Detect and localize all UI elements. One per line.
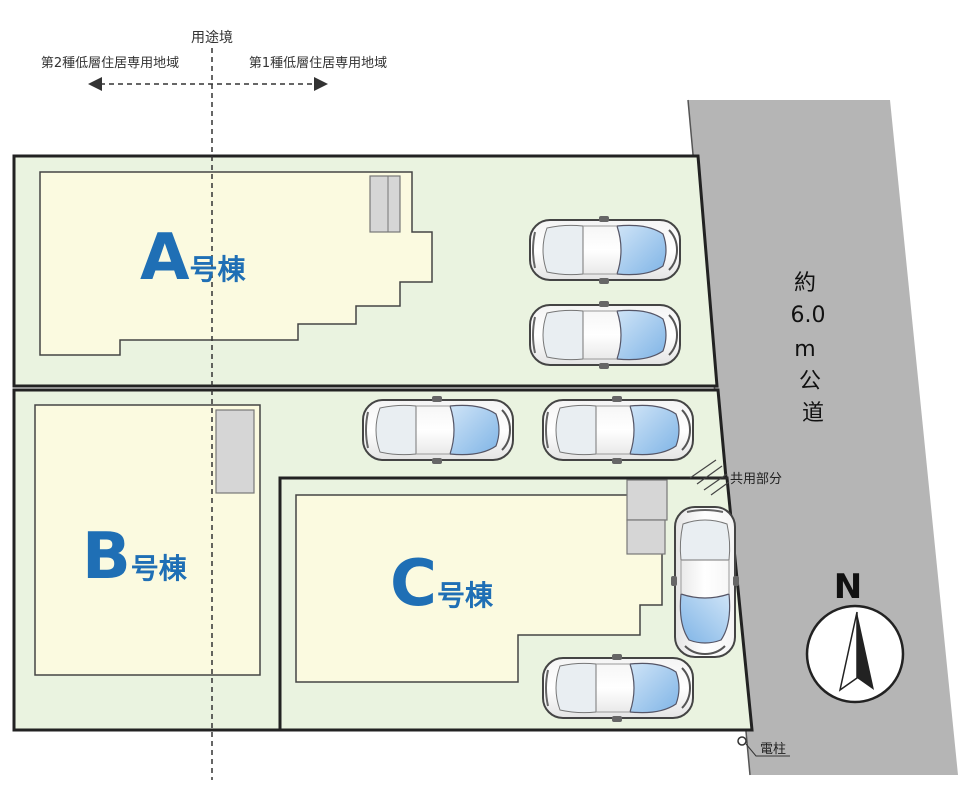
zoning-left-label: 第2種低層住居専用地域 (41, 55, 179, 71)
lot-c-label: C号棟 (390, 547, 494, 621)
parking-car-c1 (670, 506, 740, 658)
compass-needle-outline (838, 611, 858, 692)
lot-c-letter: C (390, 547, 437, 621)
road-label-line5: 道 (802, 401, 824, 426)
compass-needle-icon (857, 612, 874, 690)
parking-car-a1 (529, 215, 681, 285)
building-b-entrance (215, 409, 255, 494)
shared-area-hatch (689, 459, 730, 496)
building-a (39, 171, 433, 356)
arrow-left-icon (88, 77, 102, 91)
parking-car-a2 (529, 300, 681, 370)
lot-a-label: A号棟 (140, 221, 247, 295)
lot-b-letter: B (82, 520, 131, 594)
north-label: N (834, 567, 862, 607)
building-c-entrance-lower (626, 519, 666, 555)
north-arrow: N (805, 567, 905, 704)
zoning-title: 用途境 (191, 29, 233, 46)
lot-a-suffix: 号棟 (190, 253, 247, 286)
utility-pole-leader (745, 743, 790, 757)
road-label-line3: m (794, 337, 815, 362)
road-label-line2: 6.0 (791, 303, 826, 328)
parking-car-b2 (542, 395, 694, 465)
lot-a-letter: A (140, 221, 190, 295)
building-c-entrance-upper (626, 479, 668, 521)
building-a-entrance (369, 175, 401, 233)
road-label-line4: 公 (799, 369, 821, 394)
shared-area-label: 共用部分 (730, 472, 782, 487)
lot-c-suffix: 号棟 (437, 579, 494, 612)
parking-car-b1 (362, 395, 514, 465)
parking-car-c2 (542, 653, 694, 723)
public-road (688, 100, 958, 775)
utility-pole-label: 電柱 (760, 742, 786, 757)
road-label: 約 6.0 m 公 道 (791, 271, 826, 426)
lot-b-label: B号棟 (82, 520, 188, 594)
utility-pole-icon (737, 736, 747, 746)
arrow-right-icon (314, 77, 328, 91)
zoning-right-label: 第1種低層住居専用地域 (249, 55, 387, 71)
road-label-line1: 約 (794, 271, 816, 296)
lot-b-suffix: 号棟 (131, 552, 188, 585)
